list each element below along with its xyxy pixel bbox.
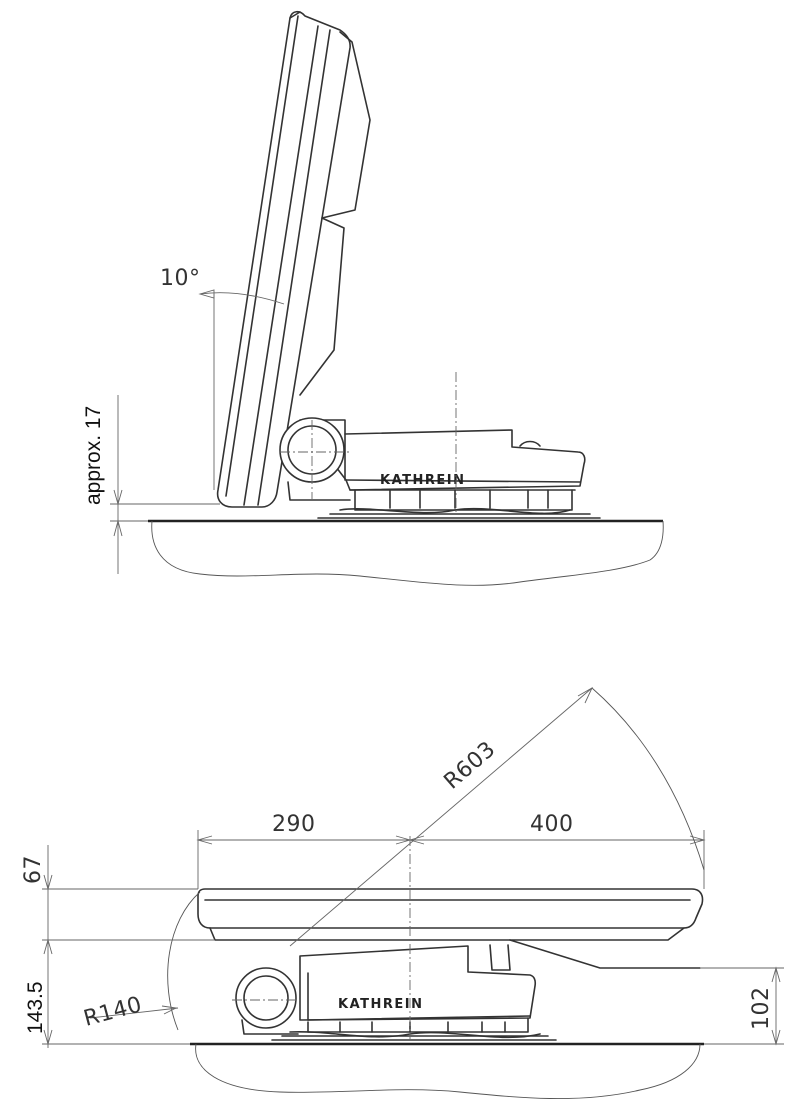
- pivot-base-raised: KATHREIN: [279, 417, 601, 519]
- clearance-dimension: approx. 17: [82, 395, 220, 574]
- radius-small-label: R140: [81, 992, 145, 1031]
- tilt-angle-label: 10°: [160, 266, 201, 291]
- width-left-label: 290: [272, 812, 316, 837]
- ground-surface-bottom: [190, 1042, 704, 1100]
- dish-plate-folded: [197, 888, 704, 969]
- brand-logo-raised: KATHREIN: [380, 473, 465, 488]
- brand-logo-folded: KATHREIN: [338, 997, 423, 1012]
- pivot-base-folded: KATHREIN: [235, 944, 557, 1041]
- pivot-radius-dimension: R140: [81, 891, 201, 1032]
- tilt-angle-dimension: 10°: [160, 266, 285, 490]
- clearance-label: approx. 17: [82, 406, 105, 505]
- dish-height-label: 67: [21, 855, 46, 884]
- height-dimension-right: 102: [700, 966, 784, 1046]
- ground-surface-top: [148, 519, 664, 586]
- base-height-label: 102: [749, 987, 774, 1031]
- width-dimension: 290 400: [196, 812, 706, 889]
- raised-view: KATHREIN 10° approx. 17: [82, 10, 664, 586]
- folded-view: KATHREIN 290 400 R603: [21, 686, 784, 1100]
- dish-plate-raised: [216, 10, 371, 508]
- total-height-label: 143.5: [24, 981, 47, 1034]
- height-dimensions-left: 67 143.5: [21, 845, 215, 1048]
- width-right-label: 400: [530, 812, 574, 837]
- radius-large-label: R603: [440, 737, 501, 795]
